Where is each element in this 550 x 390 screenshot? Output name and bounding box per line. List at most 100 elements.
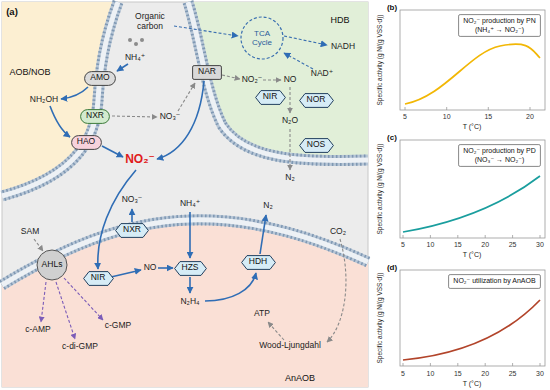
node-text: NXR — [86, 111, 104, 121]
tick-label: 10 — [443, 113, 451, 121]
cycle-circle-shape — [241, 17, 283, 59]
enzyme-label: HAO — [77, 137, 95, 147]
carbon-dot — [134, 42, 138, 46]
enzyme-label: NXR — [86, 111, 104, 121]
panel-letter: (b) — [387, 3, 397, 12]
enzyme-box: NXR — [80, 109, 110, 124]
tick-label: 30 — [536, 370, 544, 378]
node-text: HAO — [77, 137, 95, 147]
plot-frame — [400, 140, 545, 238]
tick-label: 25 — [509, 241, 517, 249]
tick — [540, 363, 541, 366]
substrate-label: Organic carbon — [128, 12, 172, 32]
chart-title-box-shape — [459, 15, 541, 37]
enzyme-hexagon: NXR — [115, 223, 149, 238]
chart-title: NO₂⁻ utilization by AnAOB — [453, 277, 535, 285]
flow-arrow — [61, 87, 88, 99]
tick-label: 15 — [484, 113, 492, 121]
enzyme-label: NOR — [307, 95, 326, 105]
flow-arrow — [117, 64, 128, 71]
hdb-cytoplasm — [188, 2, 368, 161]
carbon-dot — [128, 38, 132, 42]
dashed-arrow — [174, 26, 238, 36]
node-text: NIR — [263, 92, 278, 102]
messenger-label: c-AMP — [25, 325, 51, 335]
tick — [540, 235, 541, 238]
dashed-arrow — [263, 79, 281, 80]
node-text: AMO — [90, 73, 109, 83]
activity-curve — [405, 44, 540, 104]
tick — [485, 363, 486, 366]
tick — [403, 363, 404, 366]
node-text: NO₂⁻ production by PN(NH₄⁺ → NO₂⁻) — [463, 17, 536, 33]
signal-arrow — [56, 282, 75, 339]
tick-label: 30 — [536, 241, 544, 249]
tick-label: 10 — [426, 241, 434, 249]
region-label: AOB/NOB — [9, 67, 50, 77]
enzyme-hexagon: NIR — [83, 271, 114, 286]
receptor-circle: AHLs — [36, 249, 68, 281]
enzyme-label: HZS — [182, 263, 199, 273]
flow-arrow — [102, 146, 123, 157]
species-label: NO₂⁻ — [242, 75, 263, 85]
enzyme-label: NIR — [91, 273, 106, 283]
enzyme-label: AMO — [90, 73, 109, 83]
flow-arrow — [260, 215, 266, 254]
membrane-core — [188, 2, 368, 161]
pathway-label: Wood-Ljungdahl — [259, 341, 321, 351]
node-text: NO₂⁻ utilization by AnAOB — [453, 277, 535, 285]
enzyme-hexagon-shape — [255, 90, 285, 104]
enzyme-hexagon: HDH — [241, 255, 276, 270]
node-text: NXR — [123, 225, 141, 235]
dashed-arrow — [289, 87, 290, 113]
enzyme-box-shape — [193, 65, 222, 79]
axis-title: Specific activity (g N/(g VSS·d)) — [376, 14, 383, 105]
pathway-arrows — [34, 26, 346, 342]
panel-background — [2, 2, 368, 387]
flow-arrow — [98, 170, 136, 269]
key-species-label: NO₂⁻ — [125, 153, 155, 167]
tick — [430, 363, 431, 366]
chart-c — [400, 140, 545, 238]
flow-arrow — [189, 277, 191, 293]
membrane-heads — [2, 2, 118, 196]
node-text: HDH — [249, 257, 267, 267]
chart-title: NO₂⁻ production by PN — [463, 17, 536, 25]
species-label: NO — [284, 75, 297, 85]
species-label: NH₄⁺ — [125, 53, 145, 63]
flow-arrow — [189, 212, 191, 258]
enzyme-label: NOS — [307, 140, 325, 150]
enzyme-hexagon: NOR — [299, 93, 334, 108]
enzyme-label: NIR — [263, 92, 278, 102]
enzyme-box-shape — [81, 109, 110, 123]
species-label: NAD⁺ — [311, 69, 333, 79]
chart-b — [400, 10, 545, 110]
cell-membrane — [2, 2, 368, 285]
node-text: AHLs — [42, 260, 63, 270]
enzyme-hexagon: NOS — [299, 138, 334, 153]
axis-title: T (°C) — [463, 380, 482, 388]
node-text: NOR — [307, 95, 326, 105]
region-label: AnAOB — [285, 373, 315, 383]
dashed-arrow — [284, 53, 313, 69]
membrane-core — [2, 220, 368, 285]
membrane-band — [2, 220, 368, 285]
axis-title: Specific activity (g N/(g VSS·d)) — [376, 143, 383, 234]
axis-title: T (°C) — [463, 251, 482, 259]
tick-label: 15 — [454, 370, 462, 378]
enzyme-box-shape — [85, 71, 116, 85]
carbon-dot — [140, 38, 144, 42]
chart-title-box: NO₂⁻ production by PN(NH₄⁺ → NO₂⁻) — [458, 14, 541, 37]
species-label: NO₃⁻ — [122, 195, 143, 205]
enzyme-hexagon: NIR — [255, 90, 286, 105]
membrane-band — [188, 2, 368, 161]
membrane-core — [2, 2, 118, 196]
region-label: HDB — [330, 15, 349, 25]
flow-arrow — [158, 267, 173, 269]
enzyme-label: NXR — [123, 225, 141, 235]
enzyme-hexagon-shape — [241, 255, 275, 269]
species-label: N₂ — [263, 201, 272, 211]
chart-title-box: NO₂⁻ production by PD(NO₃⁻ → NO₂⁻) — [458, 144, 541, 167]
tick-label: 15 — [454, 241, 462, 249]
